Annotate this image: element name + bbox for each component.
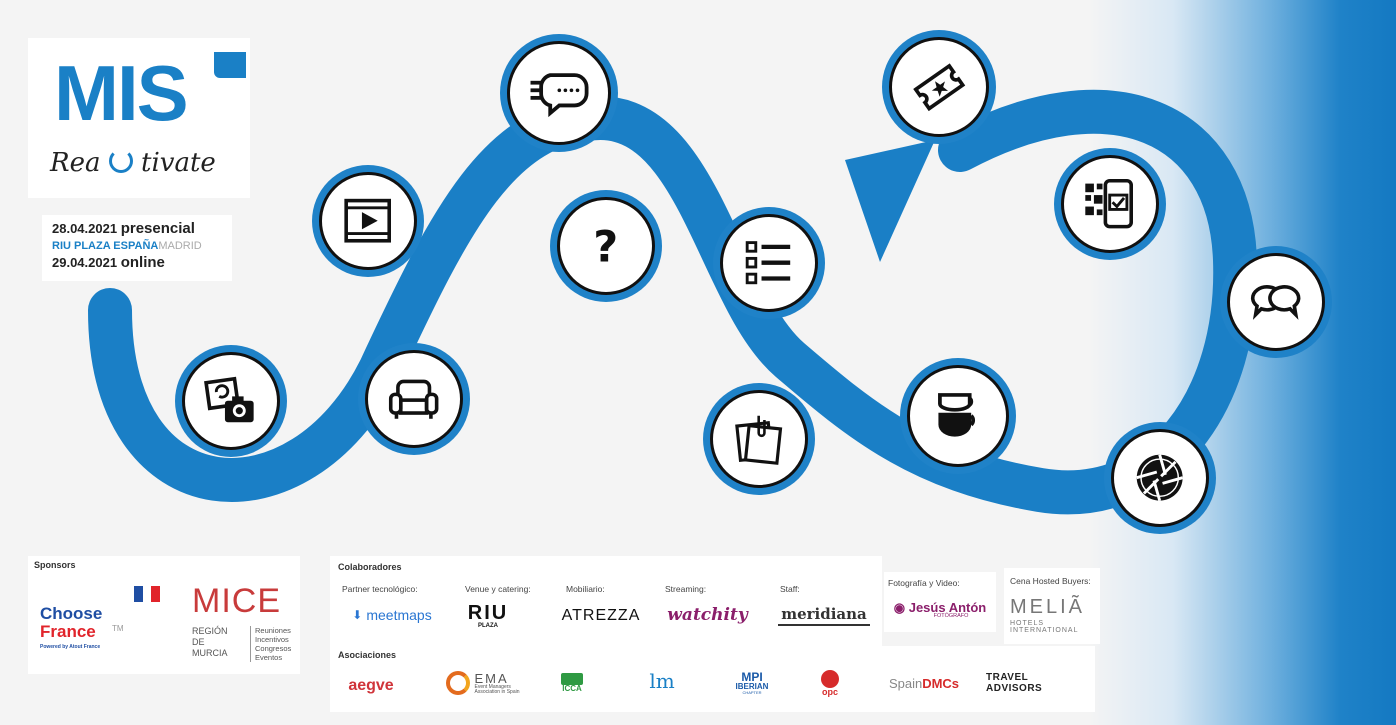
- coffee-cups-icon: [938, 393, 976, 437]
- icca-flag-icon: [561, 673, 583, 685]
- sticky-notes-icon: [735, 416, 783, 466]
- colaboradores-title: Colaboradores: [338, 562, 402, 572]
- asociaciones-panel: Asociaciones aegve EMA Event Managers As…: [330, 646, 1095, 712]
- svg-text:?: ?: [594, 223, 619, 273]
- sponsors-panel: Sponsors Choose France TM Powered by Ato…: [28, 556, 300, 674]
- video-play-node[interactable]: [312, 165, 424, 277]
- ticket-star-icon: [912, 63, 966, 111]
- jesus-anton-dot-icon: ◉: [893, 599, 906, 615]
- photo-rotate-icon: [204, 377, 254, 423]
- camera-shutter-node[interactable]: [1104, 422, 1216, 534]
- photo-rotate-node[interactable]: [175, 345, 287, 457]
- question-icon: ?: [594, 223, 619, 273]
- video-play-icon: [344, 199, 392, 243]
- meridiana-logo[interactable]: meridiana: [778, 604, 870, 626]
- sponsors-title: Sponsors: [34, 560, 76, 570]
- lm-logo[interactable]: lm: [649, 669, 675, 693]
- fotografia-panel: Fotografía y Video: ◉ Jesús Antón FOTÓGR…: [884, 572, 996, 632]
- aegve-logo[interactable]: aegve: [348, 677, 394, 694]
- armchair-node[interactable]: [358, 343, 470, 455]
- loop-arrow-head: [845, 140, 935, 262]
- ticket-star-node[interactable]: [882, 30, 996, 144]
- opc-circle-icon: [821, 669, 839, 688]
- atrezza-logo[interactable]: ATREZZA: [561, 607, 641, 624]
- logo-text: MIS: [54, 49, 189, 137]
- meetmaps-pin-icon: ⬇: [352, 608, 363, 622]
- reactivate-circle-icon: [108, 149, 133, 173]
- watchity-logo[interactable]: watchity: [667, 605, 748, 625]
- logo-tagline: Rea tivate: [50, 148, 216, 178]
- qr-phone-node[interactable]: [1054, 148, 1166, 260]
- coffee-cups-node[interactable]: [900, 358, 1016, 474]
- event-dates: 28.04.2021 presencial RIU PLAZA ESPAÑAMA…: [42, 215, 232, 281]
- speech-bubbles-node[interactable]: [1220, 246, 1332, 358]
- qr-phone-icon: [1085, 179, 1134, 229]
- question-node[interactable]: ?: [550, 190, 662, 302]
- icca-logo[interactable]: ICCA: [550, 668, 594, 698]
- chat-bubble-icon: [530, 72, 589, 117]
- melia-logo[interactable]: MELIÃ HOTELS INTERNATIONAL: [1010, 595, 1086, 634]
- travel-advisors-logo[interactable]: TRAVEL ADVISORS: [986, 672, 1043, 694]
- checklist-icon: [746, 241, 791, 285]
- jesus-anton-logo[interactable]: ◉ Jesús Antón FOTÓGRAFO: [893, 599, 987, 619]
- mpi-iberian-logo[interactable]: MPI IBERIAN CHAPTER: [735, 670, 769, 695]
- mis-logo: MIS Rea tivate: [28, 38, 250, 198]
- logo-mark: [214, 52, 246, 78]
- mice-murcia-logo[interactable]: MICE REGIÓN DE MURCIA Reuniones Incentiv…: [192, 582, 292, 662]
- cena-panel: Cena Hosted Buyers: MELIÃ HOTELS INTERNA…: [1004, 568, 1100, 644]
- france-flag-icon: [134, 586, 161, 602]
- choose-france-logo[interactable]: Choose France TM Powered by Atout France: [38, 586, 161, 656]
- armchair-icon: [389, 379, 439, 420]
- ema-swirl-icon: [446, 671, 471, 695]
- colaboradores-panel: Colaboradores Partner tecnológico: Venue…: [330, 556, 882, 646]
- camera-shutter-icon: [1136, 454, 1184, 502]
- chat-bubble-node[interactable]: [500, 34, 618, 152]
- meetmaps-logo[interactable]: ⬇meetmaps: [352, 607, 432, 623]
- asociaciones-title: Asociaciones: [338, 650, 397, 660]
- speech-bubbles-icon: [1251, 285, 1301, 321]
- checklist-node[interactable]: [713, 207, 825, 319]
- riu-plaza-logo[interactable]: RIU PLAZA: [467, 602, 509, 629]
- opc-logo[interactable]: opc: [814, 666, 846, 700]
- ema-logo[interactable]: EMA Event Managers Association in Spain: [442, 666, 524, 700]
- sticky-notes-node[interactable]: [703, 383, 815, 495]
